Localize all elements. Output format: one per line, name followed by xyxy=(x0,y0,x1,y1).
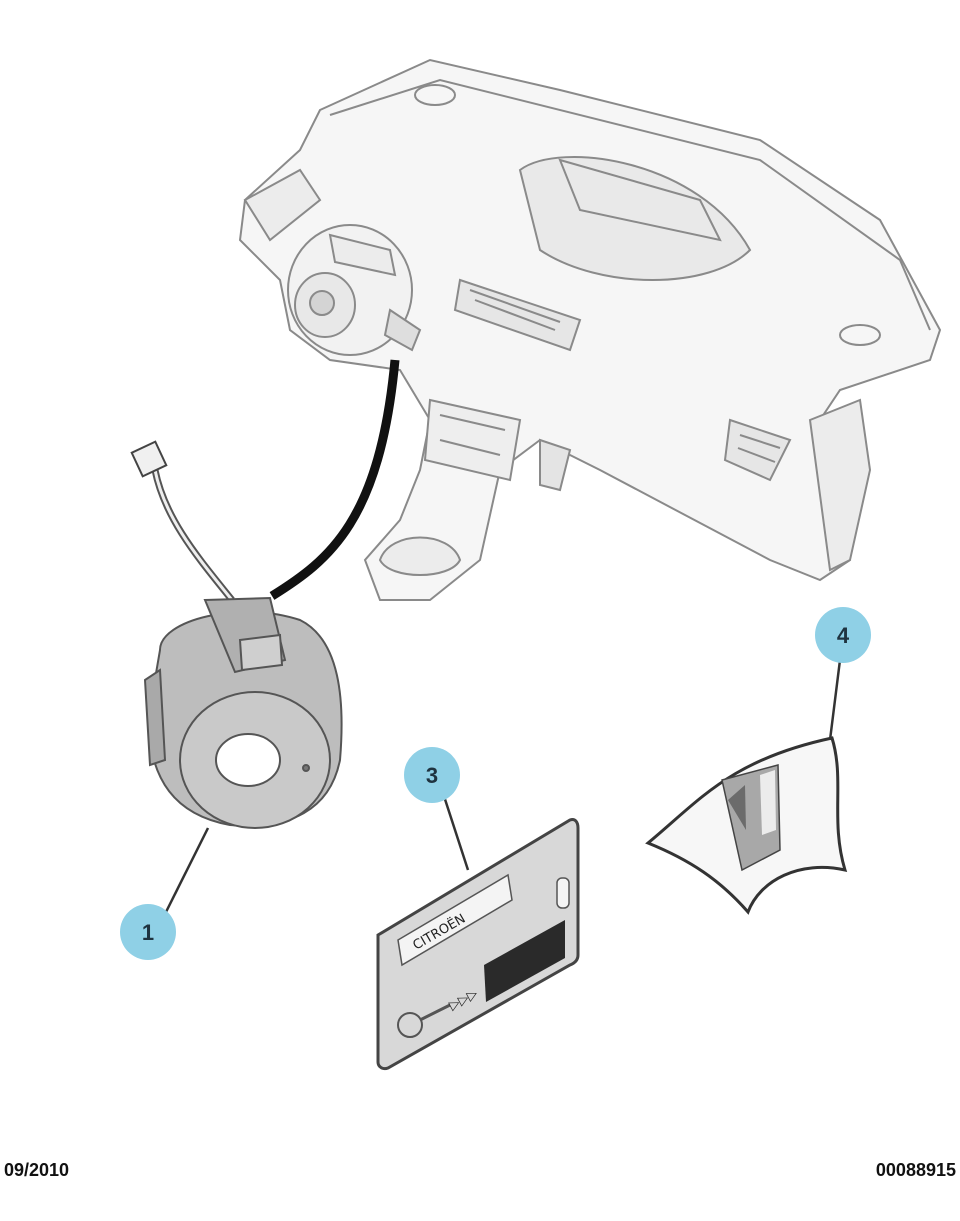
footer-date: 09/2010 xyxy=(4,1160,70,1180)
svg-text:3: 3 xyxy=(426,763,438,788)
part-3-code-card: CITROËN ▷▷▷ xyxy=(376,818,580,1071)
steering-column xyxy=(287,224,422,356)
dashboard xyxy=(238,58,942,601)
part-4-badge-sticker xyxy=(645,736,848,915)
harness-cable xyxy=(269,359,400,600)
connector-wire xyxy=(130,440,235,603)
part-1-ignition-switch xyxy=(143,596,343,829)
leader-lines xyxy=(161,659,842,919)
svg-text:4: 4 xyxy=(837,623,850,648)
callout-4: 4 xyxy=(815,607,871,663)
svg-text:1: 1 xyxy=(142,920,154,945)
callout-3: 3 xyxy=(404,747,460,803)
callout-1: 1 xyxy=(120,904,176,960)
footer-reference-number: 00088915 xyxy=(875,1160,956,1180)
